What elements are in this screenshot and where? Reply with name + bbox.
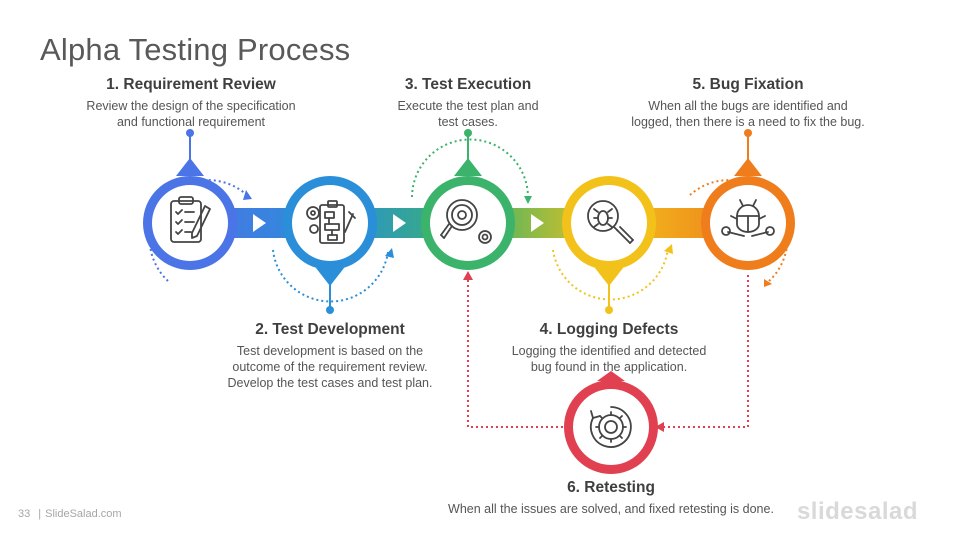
step-2-desc-line-3: Develop the test cases and test plan. xyxy=(227,376,433,390)
slide-title: Alpha Testing Process xyxy=(40,32,351,67)
step-5-desc-line-2: logged, then there is a need to fix the … xyxy=(631,115,865,129)
step-4-desc-line-2: bug found in the application. xyxy=(530,360,688,374)
arc-arrow-2 xyxy=(385,248,394,258)
step-4-heading: 4. Logging Defects xyxy=(539,321,679,338)
step-5-text: 5. Bug Fixation When all the bugs are id… xyxy=(600,76,896,130)
slide-footer: 33 |SlideSalad.com xyxy=(18,508,122,520)
loop-arrow-left xyxy=(655,422,664,432)
pin-dot-3 xyxy=(464,129,472,137)
step-circle-4 xyxy=(562,176,656,270)
brand-logo: slidesalad xyxy=(796,498,918,525)
arc-arrow-5 xyxy=(764,279,772,287)
step-3-desc-line-2: test cases. xyxy=(438,115,498,129)
step-6-desc-line-1: When all the issues are solved, and fixe… xyxy=(448,502,774,516)
arc-step-3 xyxy=(411,138,530,199)
pin-tip-3 xyxy=(454,158,482,176)
pin-tip-4 xyxy=(595,268,623,286)
step-1-heading: 1. Requirement Review xyxy=(106,76,276,93)
step-1-desc-line-2: and functional requirement xyxy=(116,115,265,129)
pin-dot-1 xyxy=(186,129,194,137)
step-circle-6 xyxy=(564,380,658,474)
page-number: 33 xyxy=(18,508,31,520)
footer-separator: | xyxy=(38,508,42,520)
step-6-text: 6. Retesting When all the issues are sol… xyxy=(411,479,811,517)
step-2-desc-line-1: Test development is based on the xyxy=(236,344,424,358)
step-circle-2 xyxy=(283,176,377,270)
loop-arrow-up xyxy=(463,271,473,280)
pin-dot-2 xyxy=(326,306,334,314)
step-2-heading: 2. Test Development xyxy=(255,321,405,338)
flowchart-gears-icon xyxy=(306,200,356,244)
step-5-desc-line-1: When all the bugs are identified and xyxy=(648,99,848,113)
bug-wrench-icon xyxy=(721,199,775,237)
step-3-desc-line-1: Execute the test plan and xyxy=(397,99,539,113)
step-4-text: 4. Logging Defects Logging the identifie… xyxy=(484,321,734,375)
step-1-text: 1. Requirement Review Review the design … xyxy=(60,76,322,130)
step-3-text: 3. Test Execution Execute the test plan … xyxy=(358,76,578,130)
chevron-2 xyxy=(393,214,406,232)
arc-arrow-3 xyxy=(524,196,532,204)
chevron-1 xyxy=(253,214,266,232)
gear-cycle-icon xyxy=(590,406,632,448)
loop-connector-left xyxy=(467,275,563,428)
arc-arrow-4 xyxy=(664,244,673,254)
pin-tip-6 xyxy=(597,371,625,381)
magnifier-gear-icon xyxy=(440,199,492,244)
step-4-desc-line-1: Logging the identified and detected xyxy=(511,344,707,358)
step-2-desc-line-2: outcome of the requirement review. xyxy=(232,360,428,374)
step-1-desc-line-1: Review the design of the specification xyxy=(86,99,296,113)
pin-dot-4 xyxy=(605,306,613,314)
pin-tip-5 xyxy=(734,158,762,176)
arc-arrow-1 xyxy=(243,190,252,200)
pin-tip-2 xyxy=(316,268,344,286)
pin-dot-5 xyxy=(744,129,752,137)
chevron-3 xyxy=(531,214,544,232)
step-6-heading: 6. Retesting xyxy=(567,479,655,496)
footer-site-link[interactable]: SlideSalad.com xyxy=(45,508,122,520)
bug-search-icon xyxy=(587,200,634,244)
step-2-text: 2. Test Development Test development is … xyxy=(195,321,465,391)
step-5-heading: 5. Bug Fixation xyxy=(692,76,804,93)
pin-tip-1 xyxy=(176,158,204,176)
loop-connector-right xyxy=(660,275,749,428)
step-3-heading: 3. Test Execution xyxy=(404,76,532,93)
clipboard-checklist-icon xyxy=(170,196,211,243)
step-circle-1 xyxy=(143,176,237,270)
